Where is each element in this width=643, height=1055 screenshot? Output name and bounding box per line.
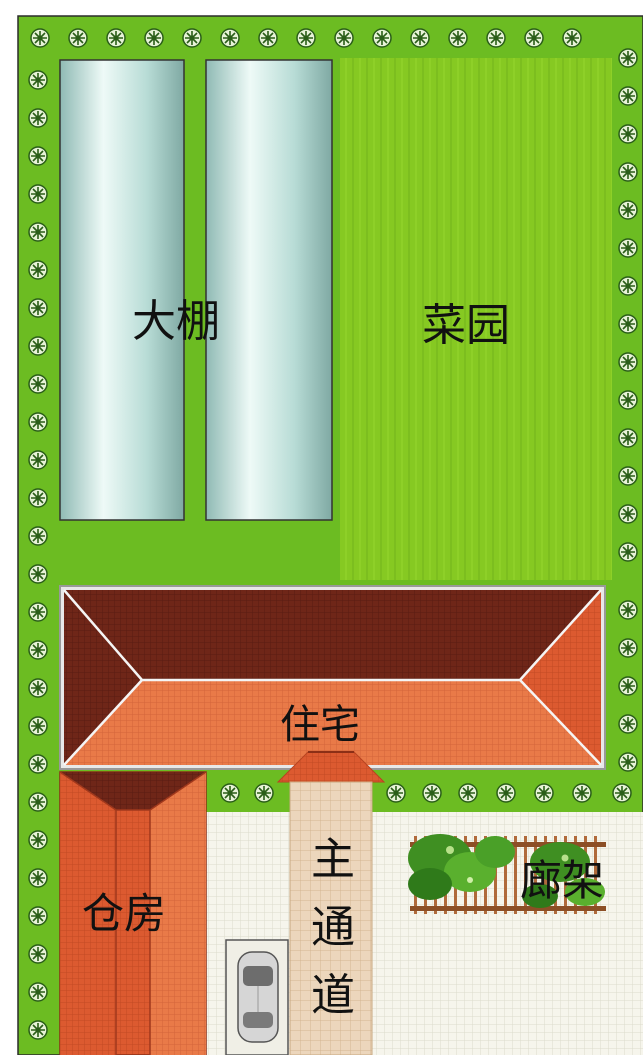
shrub-icon (618, 676, 638, 696)
shrub-icon (28, 1020, 48, 1040)
shrub-icon (334, 28, 354, 48)
shrub-icon (28, 830, 48, 850)
shrub-icon (254, 783, 274, 803)
pergola-slat (504, 836, 507, 914)
shrub-icon (28, 374, 48, 394)
shrub-icon (28, 184, 48, 204)
greenhouse-right (205, 59, 333, 521)
pergola-slat (534, 836, 537, 914)
label-pergola: 廊架 (520, 856, 604, 905)
shrub-icon (28, 602, 48, 622)
residence-roof (59, 585, 606, 770)
shrub-icon (28, 754, 48, 774)
pergola-slat (594, 836, 597, 914)
pergola-slat (514, 836, 517, 914)
shrub-icon (106, 28, 126, 48)
main-path (289, 781, 373, 1055)
shrub-icon (28, 640, 48, 660)
greenhouse-group (59, 59, 333, 521)
shrub-icon (386, 783, 406, 803)
shrub-icon (618, 638, 638, 658)
shrub-icon (422, 783, 442, 803)
shrub-icon (618, 714, 638, 734)
shrub-icon (372, 28, 392, 48)
shrub-icon (28, 450, 48, 470)
shrub-icon (28, 108, 48, 128)
shrub-icon (618, 542, 638, 562)
shrub-icon (28, 526, 48, 546)
shrub-icon (296, 28, 316, 48)
shrub-icon (68, 28, 88, 48)
greenhouse-left (59, 59, 185, 521)
shrub-icon (28, 412, 48, 432)
shrub-icon (182, 28, 202, 48)
shrub-icon (28, 298, 48, 318)
shrub-icon (30, 28, 50, 48)
shrub-icon (220, 783, 240, 803)
shrub-icon (618, 276, 638, 296)
shrub-icon (618, 600, 638, 620)
shrub-icon (534, 783, 554, 803)
shrub-icon (496, 783, 516, 803)
shrub-icon (28, 70, 48, 90)
vine-plant-icon (408, 834, 605, 908)
shrub-icon (458, 783, 478, 803)
label-main-path-3: 道 (311, 970, 355, 1021)
shrub-icon (612, 783, 632, 803)
shrub-icon (618, 428, 638, 448)
label-residence: 住宅 (280, 702, 360, 748)
shrub-icon (618, 48, 638, 68)
shrub-icon (618, 466, 638, 486)
warehouse-roof (59, 771, 207, 1055)
shrub-icon (28, 260, 48, 280)
shrub-icon (28, 944, 48, 964)
shrub-icon (618, 752, 638, 772)
shrub-icon (28, 146, 48, 166)
shrub-icon (28, 222, 48, 242)
vegetable-garden-area (340, 58, 612, 580)
shrub-icon (410, 28, 430, 48)
shrub-icon (28, 982, 48, 1002)
shrub-icon (618, 200, 638, 220)
shrub-icon (618, 238, 638, 258)
shrub-icon (220, 28, 240, 48)
car-icon (237, 951, 279, 1043)
shrub-icon (28, 678, 48, 698)
shrub-icon (448, 28, 468, 48)
pergola-slat (584, 836, 587, 914)
shrub-icon (618, 314, 638, 334)
shrub-icon (618, 86, 638, 106)
shrub-icon (524, 28, 544, 48)
shrub-icon (618, 124, 638, 144)
shrub-icon (562, 28, 582, 48)
label-greenhouse: 大棚 (132, 296, 220, 347)
shrub-icon (28, 488, 48, 508)
label-main-path-2: 通 (311, 902, 355, 953)
shrub-icon (28, 868, 48, 888)
label-warehouse: 仓房 (82, 889, 166, 938)
shrub-icon (28, 564, 48, 584)
shrub-icon (572, 783, 592, 803)
pergola (408, 834, 606, 914)
shrub-icon (618, 390, 638, 410)
pergola-slat (524, 836, 527, 914)
shrub-icon (258, 28, 278, 48)
shrub-icon (486, 28, 506, 48)
shrub-icon (618, 162, 638, 182)
pergola-beam (410, 906, 606, 911)
label-vegetable-garden: 菜园 (422, 300, 510, 351)
shrub-icon (618, 504, 638, 524)
shrub-icon (28, 336, 48, 356)
label-main-path-1: 主 (311, 834, 355, 885)
shrub-icon (28, 792, 48, 812)
shrub-icon (618, 352, 638, 372)
shrub-icon (28, 906, 48, 926)
shrub-icon (28, 716, 48, 736)
shrub-icon (144, 28, 164, 48)
